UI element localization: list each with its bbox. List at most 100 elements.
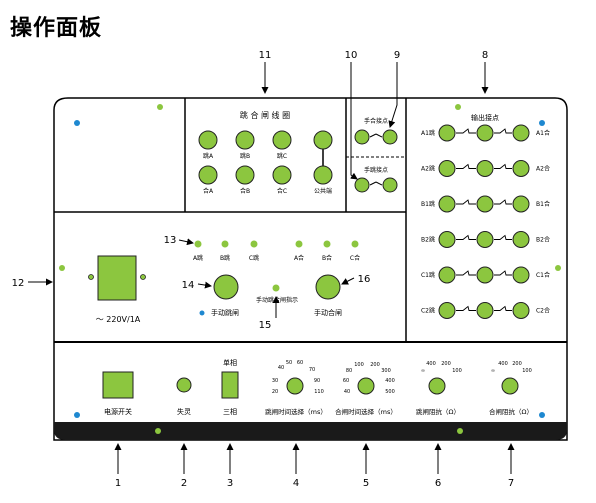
terminal-close-c[interactable]	[272, 165, 292, 185]
output-contacts-title: 输出接点	[471, 113, 499, 122]
lamp-b-close	[323, 240, 331, 248]
output-terminal-1[interactable]	[438, 231, 456, 248]
bottom-green-dot-left	[155, 428, 161, 434]
terminal-close-a[interactable]	[198, 165, 218, 185]
trip-res-tick-inf: ∞	[421, 368, 425, 374]
manual-trip-blue-dot	[199, 310, 205, 316]
label-trip-resistance: 跳闸阻抗（Ω）	[416, 407, 460, 416]
output-terminal-2[interactable]	[476, 195, 494, 213]
output-terminal-1[interactable]	[438, 160, 456, 177]
label-close-a: 合A	[203, 187, 214, 195]
label-manual-trip-contact: 手跳接点	[364, 166, 388, 174]
trip-time-tick-50: 50	[286, 360, 292, 366]
trip-resistance-knob[interactable]	[428, 377, 446, 395]
output-row-right-label: C2合	[536, 307, 550, 315]
power-transformer-box	[97, 255, 137, 301]
close-time-tick-80: 80	[346, 368, 352, 374]
terminal-manual-trip-2[interactable]	[382, 177, 398, 193]
corner-blue-dot-tr	[539, 120, 545, 126]
contact-symbol	[494, 305, 512, 311]
output-terminal-2[interactable]	[476, 124, 494, 142]
output-terminal-3[interactable]	[512, 302, 530, 319]
terminal-common-bottom[interactable]	[313, 165, 333, 185]
power-switch[interactable]	[102, 371, 134, 399]
callout-5: 5	[363, 478, 369, 489]
label-single-phase: 单相	[223, 358, 237, 367]
label-lamp-a-close: A合	[294, 254, 304, 262]
output-row-right-label: A1合	[536, 129, 550, 137]
close-time-knob[interactable]	[357, 377, 375, 395]
arrow-13	[178, 238, 194, 246]
output-terminal-2[interactable]	[476, 231, 494, 248]
close-time-tick-500: 500	[385, 389, 395, 395]
manual-close-button[interactable]	[315, 274, 341, 300]
fail-spirit-button[interactable]	[176, 377, 192, 393]
trip-res-tick-200: 200	[441, 361, 451, 367]
callout-8: 8	[482, 50, 488, 61]
lamp-a-trip	[194, 240, 202, 248]
trip-time-tick-30: 30	[272, 378, 278, 384]
corner-blue-dot-tl	[74, 120, 80, 126]
output-terminal-3[interactable]	[512, 266, 530, 284]
label-manual-trip: 手动跳闸	[211, 308, 239, 317]
label-manual-indicator: 手动跳合闸指示	[256, 296, 298, 304]
label-lamp-a-trip: A跳	[193, 254, 203, 262]
terminal-close-b[interactable]	[235, 165, 255, 185]
coil-section-title: 跳 合 闸 线 圈	[240, 110, 290, 120]
terminal-manual-close-2[interactable]	[382, 129, 398, 145]
output-terminal-3[interactable]	[512, 231, 530, 248]
output-terminal-2[interactable]	[476, 302, 494, 319]
side-green-dot-left	[59, 265, 65, 271]
terminal-trip-c[interactable]	[272, 130, 292, 150]
phase-selector-switch[interactable]	[221, 371, 239, 399]
terminal-manual-close-1[interactable]	[354, 129, 370, 145]
callout-2: 2	[181, 478, 187, 489]
contact-symbol	[456, 270, 476, 276]
output-row-left-label: C1跳	[421, 271, 435, 279]
close-time-tick-400: 400	[385, 378, 395, 384]
output-terminal-3[interactable]	[512, 124, 530, 142]
output-terminal-3[interactable]	[512, 195, 530, 213]
bottom-control-section: 电源开关 失灵 单相 三相 40 50 60 70 30 90 20 110 跳…	[102, 358, 533, 416]
arrow-14	[197, 281, 212, 289]
output-terminal-2[interactable]	[476, 266, 494, 284]
output-row-left-label: B1跳	[421, 200, 435, 208]
output-terminal-1[interactable]	[438, 124, 456, 142]
trip-time-tick-110: 110	[314, 389, 324, 395]
terminal-manual-trip-1[interactable]	[354, 177, 370, 193]
label-common: 公共端	[314, 187, 332, 195]
terminal-trip-a[interactable]	[198, 130, 218, 150]
contact-symbol	[494, 234, 512, 240]
callout-7: 7	[508, 478, 514, 489]
output-terminal-1[interactable]	[438, 266, 456, 284]
manual-trip-button[interactable]	[213, 274, 239, 300]
close-resistance-knob[interactable]	[501, 377, 519, 395]
trip-time-knob[interactable]	[286, 377, 304, 395]
manual-contacts-section: 手合接点 手跳接点	[354, 117, 398, 193]
callout-10: 10	[345, 50, 358, 61]
output-row-left-label: B2跳	[421, 236, 435, 244]
output-terminal-2[interactable]	[476, 160, 494, 177]
label-lamp-c-trip: C跳	[249, 254, 259, 262]
terminal-trip-b[interactable]	[235, 130, 255, 150]
bottom-green-dot-right	[457, 428, 463, 434]
label-voltage: ～ 220V/1A	[96, 315, 141, 324]
output-terminal-1[interactable]	[438, 195, 456, 213]
output-terminal-1[interactable]	[438, 302, 456, 319]
output-contact-row: A1跳 A1合	[421, 124, 550, 142]
label-trip-a: 跳A	[203, 152, 214, 160]
terminal-common-top[interactable]	[313, 130, 333, 150]
label-lamp-b-close: B合	[322, 254, 332, 262]
trip-time-tick-90: 90	[314, 378, 320, 384]
corner-blue-dot-bl	[74, 412, 80, 418]
output-row-left-label: A1跳	[421, 129, 435, 137]
label-manual-close-contact: 手合接点	[364, 117, 388, 125]
contact-symbol	[456, 234, 476, 240]
close-res-tick-inf: ∞	[491, 368, 495, 374]
lamp-c-trip	[250, 240, 258, 248]
callout-4: 4	[293, 478, 299, 489]
close-time-tick-60: 60	[343, 378, 349, 384]
output-terminal-3[interactable]	[512, 160, 530, 177]
